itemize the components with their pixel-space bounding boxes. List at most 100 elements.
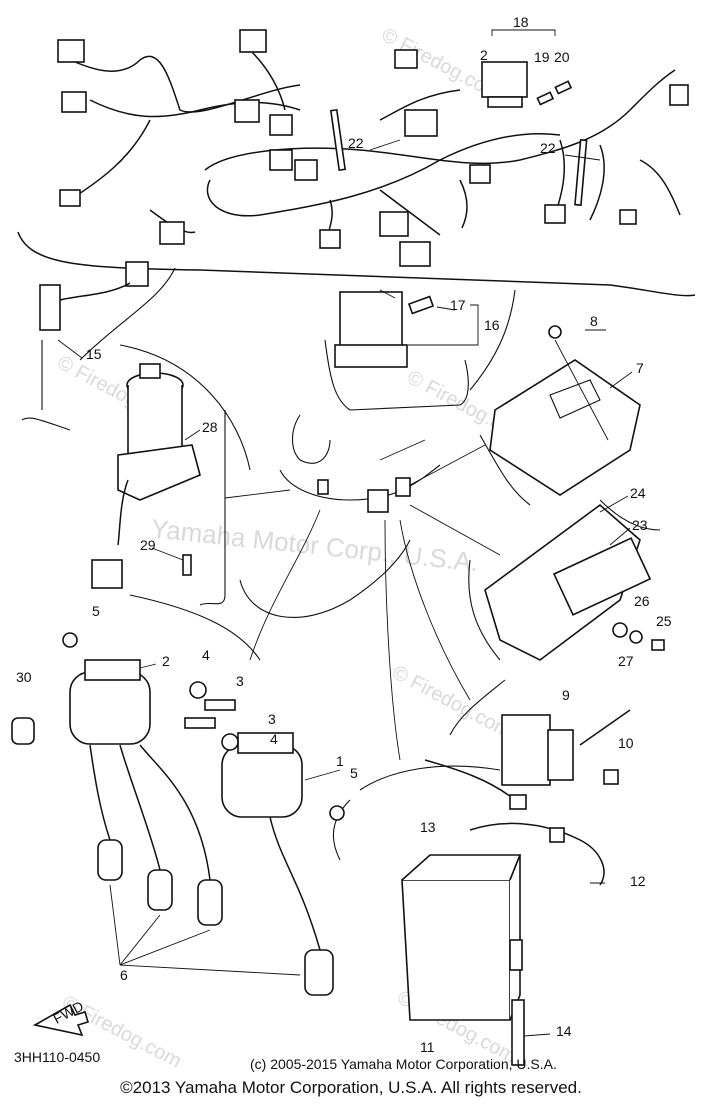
battery-assembly xyxy=(401,759,605,1066)
connector-icon xyxy=(317,479,329,495)
connector-icon xyxy=(159,221,185,245)
regulator-icon xyxy=(552,537,652,616)
callout-5: 5 xyxy=(350,765,358,781)
connector-icon xyxy=(269,149,293,171)
cable-tie-icon xyxy=(574,138,588,206)
connector-icon xyxy=(469,164,491,184)
callout-2: 2 xyxy=(480,47,488,63)
relay-icon xyxy=(367,489,389,513)
main-switch xyxy=(91,363,201,589)
connector-icon xyxy=(379,211,409,237)
coil-bracket-icon xyxy=(237,732,294,754)
callout-9: 9 xyxy=(562,687,570,703)
callout-11: 11 xyxy=(420,1039,435,1055)
wire-harness xyxy=(57,29,689,267)
nut-icon xyxy=(603,769,619,785)
connector-icon xyxy=(619,209,637,225)
relay-base-icon xyxy=(487,96,523,108)
diagram-code: 3HH110-0450 xyxy=(14,1049,100,1065)
callout-17: 17 xyxy=(450,297,466,313)
watermark-firedog: © Firedog.com xyxy=(389,662,515,743)
callout-18: 18 xyxy=(513,14,529,30)
battery-top-icon xyxy=(401,854,522,881)
callout-22: 22 xyxy=(348,135,364,151)
fuse-icon xyxy=(536,91,555,106)
vent-hose-icon xyxy=(511,999,525,1066)
connector-icon xyxy=(509,794,527,810)
connector-icon xyxy=(269,114,293,136)
fwd-arrow-icon xyxy=(32,1003,89,1037)
small-copyright: (c) 2005-2015 Yamaha Motor Corporation, … xyxy=(250,1056,557,1072)
connector-icon xyxy=(544,204,566,224)
callout-12: 12 xyxy=(630,873,646,889)
washer-icon xyxy=(629,630,643,644)
fuse-icon xyxy=(554,80,573,95)
callout-15: 15 xyxy=(86,346,102,362)
callout-26: 26 xyxy=(634,593,650,609)
connector-icon xyxy=(61,91,87,113)
plug-cap-icon xyxy=(304,949,334,996)
callout-25: 25 xyxy=(656,613,672,629)
relay-icon xyxy=(395,477,411,497)
relay-icon xyxy=(339,291,403,348)
connector-icon xyxy=(394,49,418,69)
screw-icon xyxy=(548,325,562,339)
callout-8: 8 xyxy=(590,313,598,329)
connector-icon xyxy=(549,827,565,843)
battery-side-icon xyxy=(509,854,521,1021)
callout-19: 19 xyxy=(534,49,550,65)
key-icon xyxy=(139,363,161,379)
nut-icon xyxy=(329,805,345,821)
switch-bracket-icon xyxy=(117,444,201,501)
plug-cap-icon xyxy=(147,869,173,911)
coil-icon xyxy=(221,744,303,818)
washer-icon xyxy=(612,622,628,638)
callout-6: 6 xyxy=(120,967,128,983)
cdi-unit xyxy=(489,325,641,496)
section-boundaries xyxy=(17,231,696,861)
connector-icon xyxy=(234,99,260,123)
callout-27: 27 xyxy=(618,653,634,669)
flasher-icon xyxy=(501,714,551,786)
connector-icon xyxy=(91,559,123,589)
callout-30: 30 xyxy=(16,669,32,685)
bolt-icon xyxy=(182,554,192,576)
flasher-relay xyxy=(501,709,631,786)
callout-4: 4 xyxy=(202,647,210,663)
battery-icon xyxy=(401,879,511,1021)
bolt-icon xyxy=(651,639,665,651)
relay-assembly xyxy=(481,29,573,108)
callout-4: 4 xyxy=(270,731,278,747)
connector-icon xyxy=(125,261,149,287)
plug-cap-icon xyxy=(97,839,123,881)
callout-28: 28 xyxy=(202,419,218,435)
bolt-icon xyxy=(204,699,236,711)
connector-icon xyxy=(404,109,438,137)
coil-icon xyxy=(69,671,151,745)
callout-29: 29 xyxy=(140,537,156,553)
plug-cap-icon xyxy=(197,879,223,926)
callout-1: 1 xyxy=(336,753,344,769)
nut-icon xyxy=(189,681,207,699)
callout-24: 24 xyxy=(630,485,646,501)
callout-5: 5 xyxy=(92,603,100,619)
callout-13: 13 xyxy=(420,819,436,835)
callout-16: 16 xyxy=(484,317,500,333)
callout-10: 10 xyxy=(618,735,634,751)
connector-icon xyxy=(669,84,689,106)
copyright-notice: ©2013 Yamaha Motor Corporation, U.S.A. A… xyxy=(120,1078,582,1097)
connector-icon xyxy=(239,29,267,53)
connector-icon xyxy=(59,189,81,207)
callout-22: 22 xyxy=(540,140,556,156)
nut-icon xyxy=(62,632,78,648)
callout-7: 7 xyxy=(636,360,644,376)
callout-14: 14 xyxy=(556,1023,572,1039)
regulator-assembly xyxy=(484,503,665,661)
flasher-bracket-icon xyxy=(547,729,574,781)
cable-tie-icon xyxy=(329,108,347,172)
connector-icon xyxy=(57,39,85,63)
callout-3: 3 xyxy=(236,673,244,689)
nut-icon xyxy=(221,733,239,751)
clip-icon xyxy=(11,717,35,745)
callout-23: 23 xyxy=(632,517,648,533)
